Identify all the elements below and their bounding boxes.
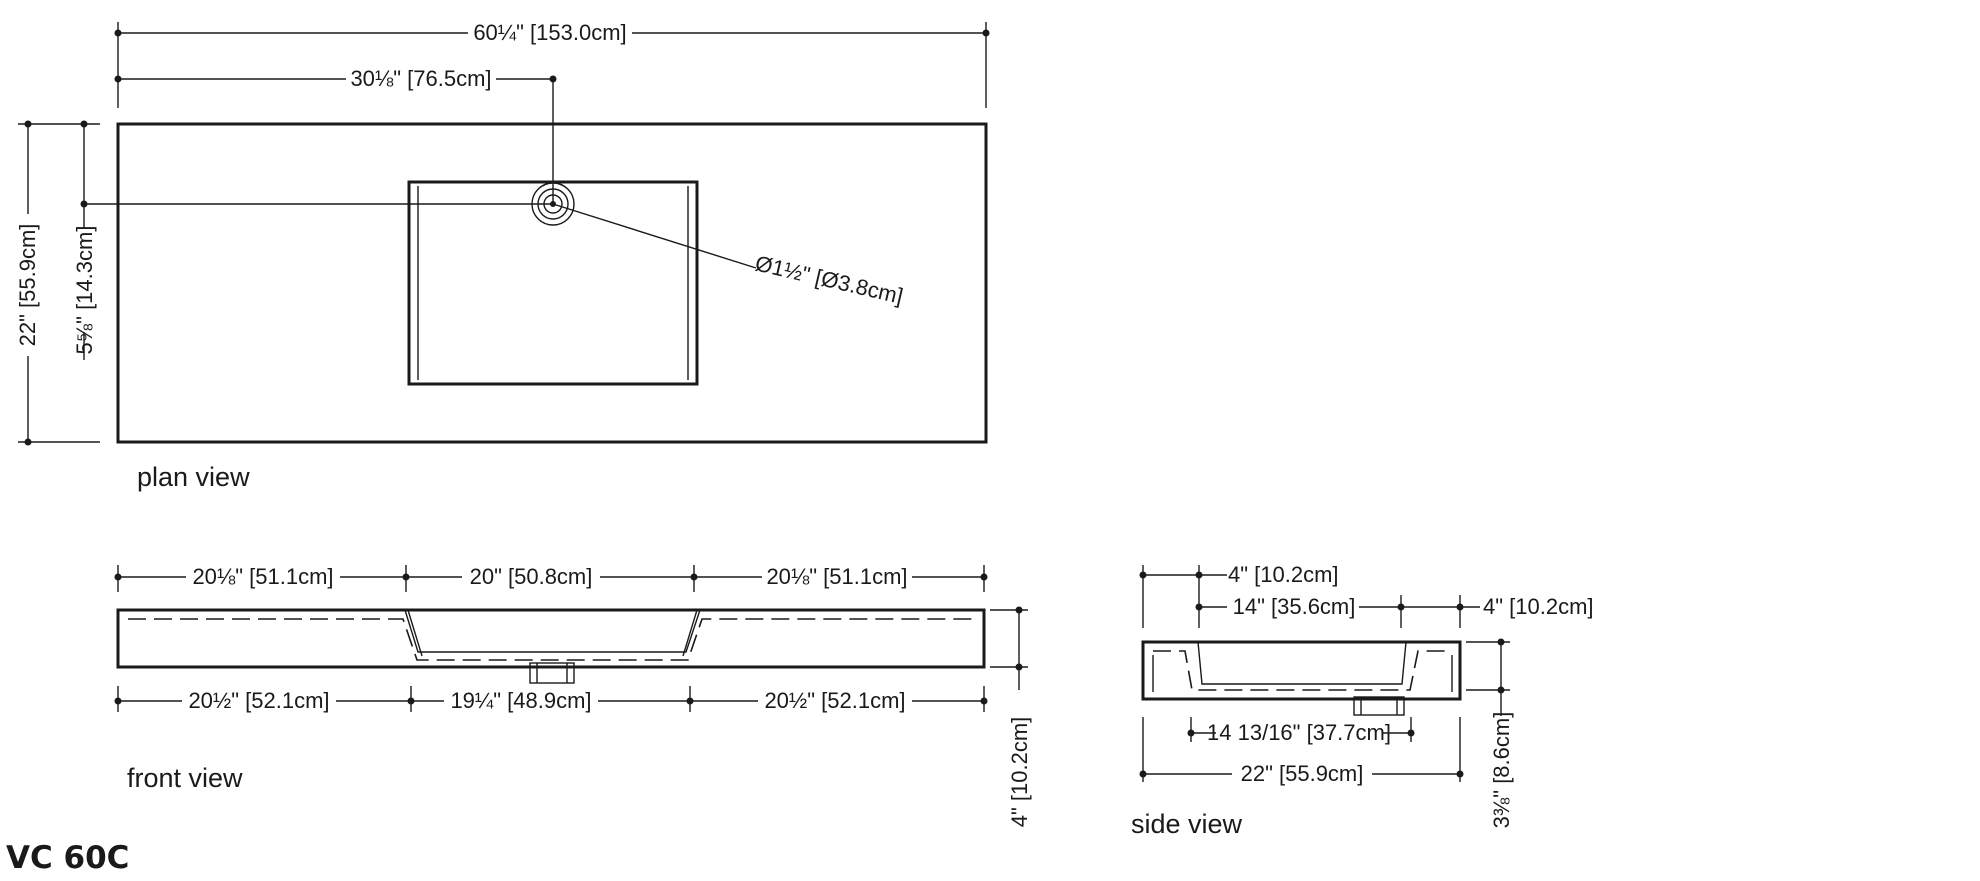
side-overall-label: 22" [55.9cm] bbox=[1241, 761, 1364, 786]
plan-countertop-outline bbox=[116, 122, 988, 444]
side-dim-bottom: 14 13/16" [37.7cm] 22" [55.9cm] bbox=[1139, 717, 1464, 786]
front-top-right-label: 20⅛" [51.1cm] bbox=[766, 564, 907, 589]
front-bottom-right-label: 20½" [52.1cm] bbox=[764, 688, 905, 713]
plan-dim-drain-diameter: Ø1½" [Ø3.8cm] bbox=[550, 201, 906, 309]
plan-dim-drain-offset: 30⅛" [76.5cm] bbox=[114, 66, 557, 204]
side-view-label: side view bbox=[1131, 809, 1243, 839]
side-view: 4" [10.2cm] 14" [35.6cm] 4" [10.2cm] 14 … bbox=[1131, 562, 1594, 839]
front-top-left-label: 20⅛" [51.1cm] bbox=[192, 564, 333, 589]
plan-view: 60¼" [153.0cm] 30⅛" [76.5cm] 22" [55.9cm… bbox=[15, 20, 990, 492]
model-title: VC 60C bbox=[6, 840, 129, 876]
side-drain-stub bbox=[1353, 696, 1405, 716]
side-basin-profile bbox=[1197, 641, 1407, 685]
front-bottom-center-label: 19¼" [48.9cm] bbox=[450, 688, 591, 713]
plan-drain-depth-label: 5⅝" [14.3cm] bbox=[72, 226, 97, 355]
plan-dim-overall-width: 60¼" [153.0cm] bbox=[114, 20, 990, 108]
front-view-label: front view bbox=[127, 763, 243, 793]
side-hidden-lines bbox=[1153, 650, 1452, 691]
front-hidden-lines bbox=[128, 618, 976, 661]
side-height-label: 3⅜" [8.6cm] bbox=[1489, 712, 1514, 829]
plan-drain-diameter-label: Ø1½" [Ø3.8cm] bbox=[753, 251, 906, 309]
front-basin-profile bbox=[404, 609, 701, 653]
side-left-wall-label: 4" [10.2cm] bbox=[1228, 562, 1339, 587]
front-height-label: 4" [10.2cm] bbox=[1007, 717, 1032, 828]
front-bottom-left-label: 20½" [52.1cm] bbox=[188, 688, 329, 713]
side-basin-bottom-label: 14 13/16" [37.7cm] bbox=[1207, 720, 1391, 745]
front-dim-bottom: 20½" [52.1cm] 19¼" [48.9cm] 20½" [52.1cm… bbox=[114, 686, 988, 713]
side-outline bbox=[1141, 640, 1462, 701]
plan-overall-depth-label: 22" [55.9cm] bbox=[15, 224, 40, 347]
side-basin-label: 14" [35.6cm] bbox=[1233, 594, 1356, 619]
front-dim-height: 4" [10.2cm] bbox=[990, 606, 1032, 828]
front-drain-stub bbox=[529, 662, 575, 684]
plan-view-label: plan view bbox=[137, 462, 250, 492]
front-dim-top: 20⅛" [51.1cm] 20" [50.8cm] 20⅛" [51.1cm] bbox=[114, 564, 988, 592]
side-right-wall-label: 4" [10.2cm] bbox=[1483, 594, 1594, 619]
plan-overall-width-label: 60¼" [153.0cm] bbox=[473, 20, 626, 45]
front-outline bbox=[116, 608, 986, 669]
front-basin-edge-left bbox=[407, 609, 423, 657]
front-top-center-label: 20" [50.8cm] bbox=[470, 564, 593, 589]
plan-drain-offset-label: 30⅛" [76.5cm] bbox=[350, 66, 491, 91]
side-dim-top: 4" [10.2cm] 14" [35.6cm] 4" [10.2cm] bbox=[1139, 562, 1594, 628]
side-dim-height: 3⅜" [8.6cm] bbox=[1466, 638, 1514, 829]
front-basin-edge-right bbox=[682, 609, 698, 657]
plan-dim-drain-depth: 5⅝" [14.3cm] bbox=[72, 120, 553, 360]
front-view: 20⅛" [51.1cm] 20" [50.8cm] 20⅛" [51.1cm]… bbox=[114, 564, 1032, 828]
